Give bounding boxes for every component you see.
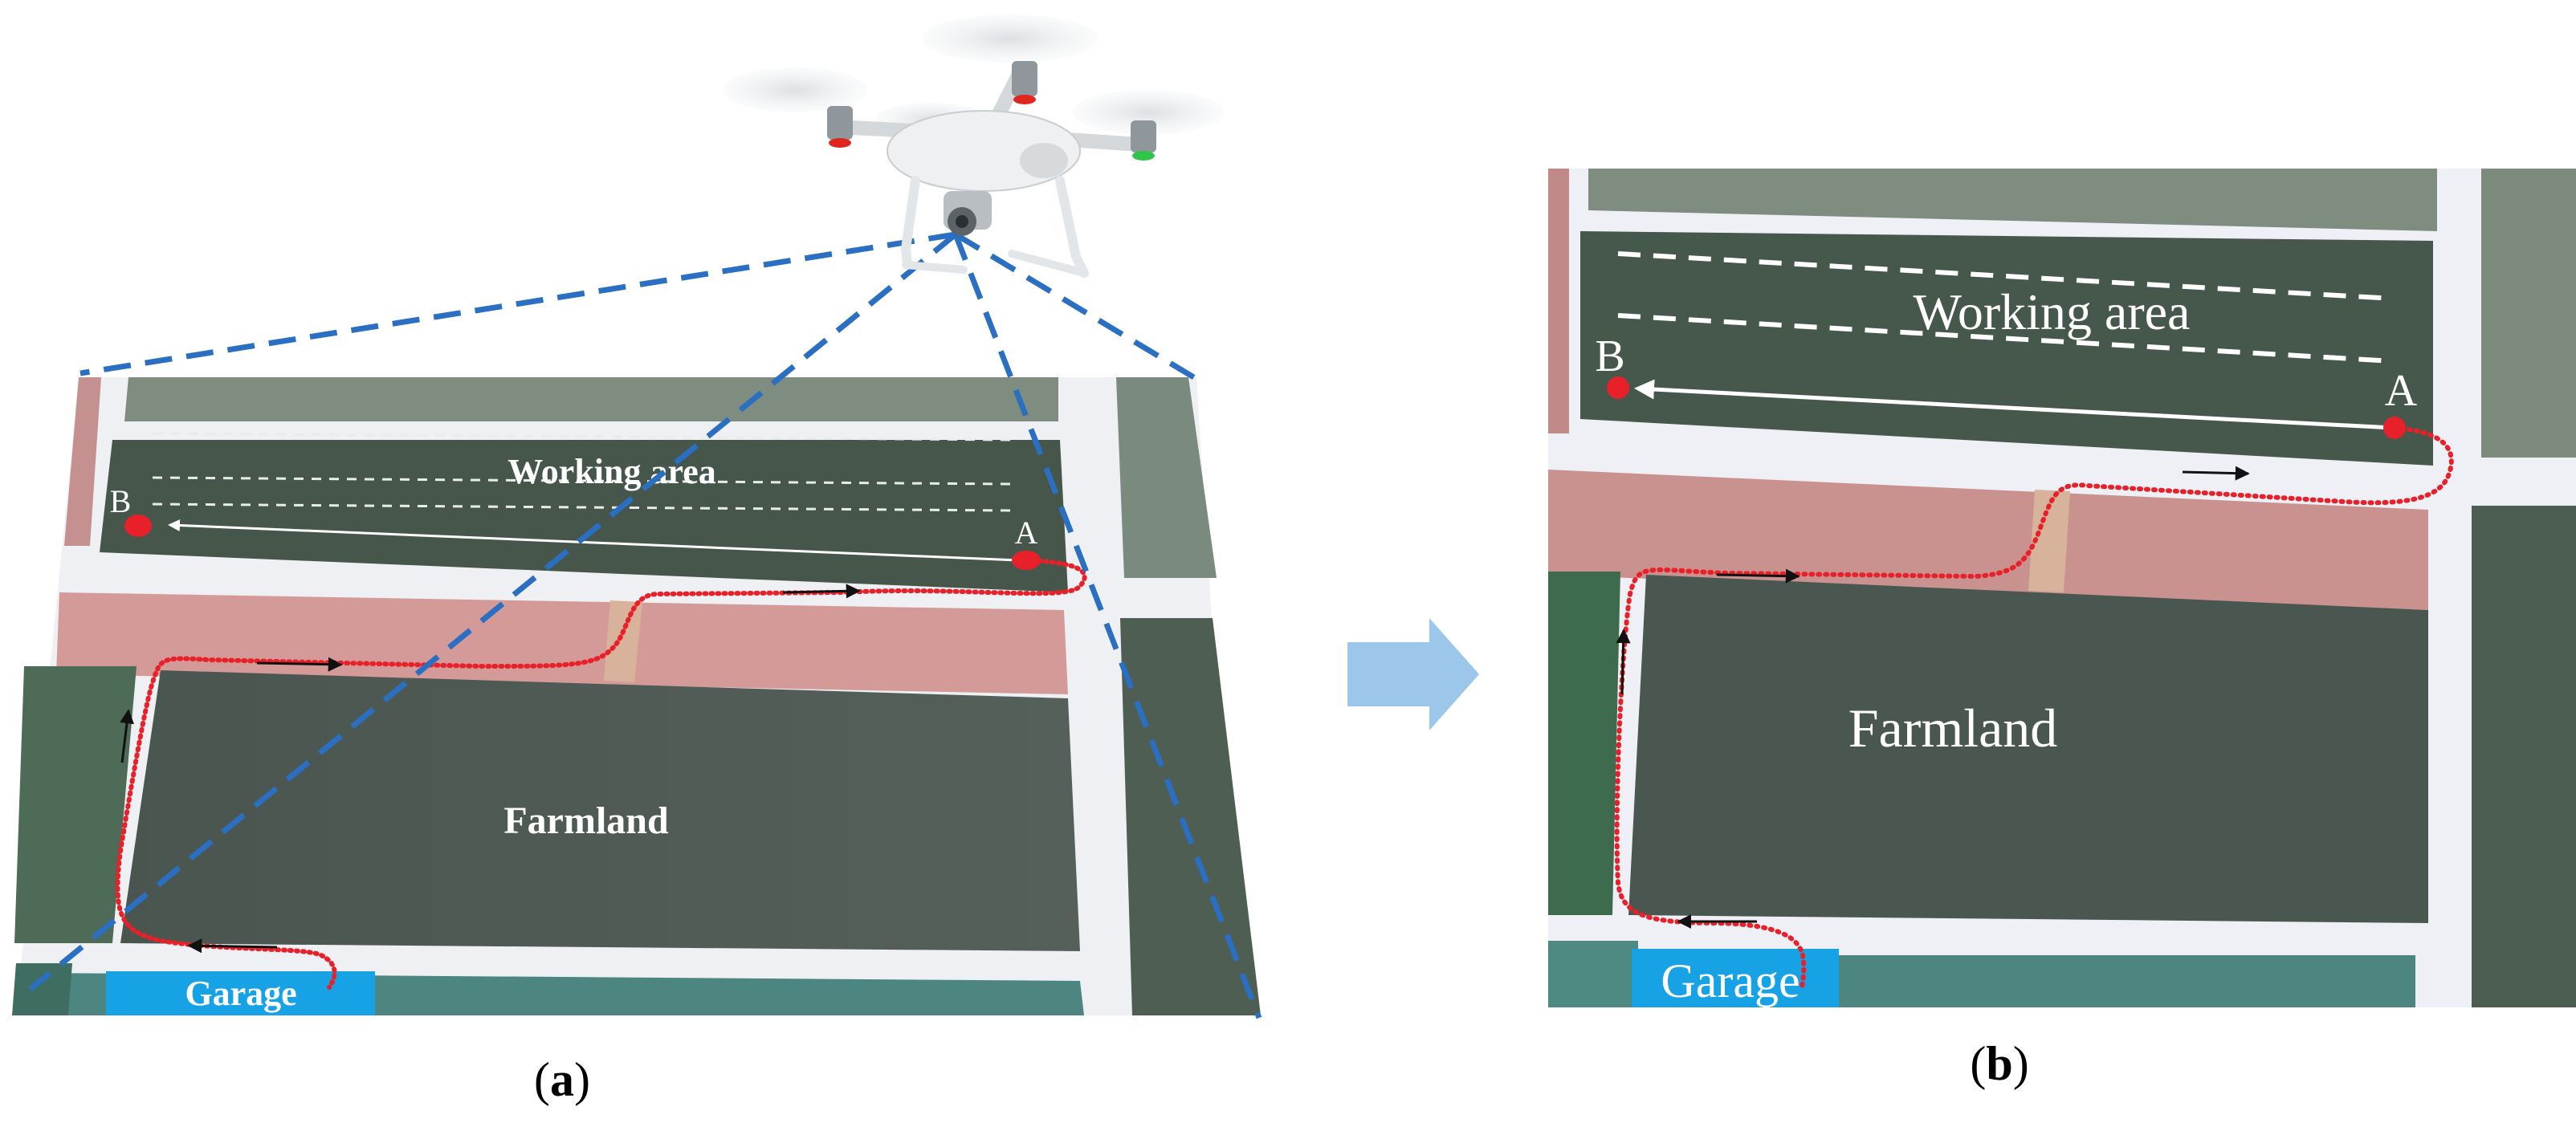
- right-upper-field: [1116, 377, 1217, 578]
- point-b-label: B: [110, 483, 132, 519]
- ab-path-arrow: [168, 519, 1019, 562]
- point-b-label: B: [1595, 332, 1624, 381]
- left-green-strip: [14, 666, 137, 943]
- bottom-left-field: [1548, 941, 1638, 1007]
- ab-path-arrow: [1634, 379, 2394, 430]
- farmland-label: Farmland: [503, 799, 669, 842]
- route-arrow: [120, 709, 134, 763]
- camera-fov-lines: [28, 231, 1262, 1019]
- route-arrow: [187, 938, 278, 954]
- panel-b: Working area A B Farmland Garage (b): [1548, 169, 2576, 1090]
- point-a-marker: [2383, 417, 2406, 439]
- panel-b-caption: (b): [1970, 1037, 2028, 1090]
- point-a-label: A: [1015, 515, 1038, 551]
- route-arrow: [256, 657, 343, 672]
- bottom-strip: [1837, 955, 2415, 1007]
- lane-line: [1617, 313, 2394, 364]
- point-b-marker: [124, 515, 152, 537]
- right-lower-field: [1120, 618, 1261, 1015]
- tan-path: [2028, 490, 2070, 592]
- working-area-field: [100, 440, 1068, 592]
- route-path: [1614, 425, 2454, 990]
- lane-line: [152, 432, 1013, 441]
- lane-line: [152, 476, 1013, 486]
- route-arrow: [1716, 568, 1800, 584]
- panel-a: Working area A B Farmland Garage: [12, 14, 1262, 1106]
- point-a-marker: [1012, 551, 1041, 570]
- route-arrow: [1616, 629, 1631, 695]
- garage-block: [106, 971, 375, 1015]
- garage-label: Garage: [185, 974, 296, 1013]
- farmland-label: Farmland: [1848, 698, 2058, 759]
- right-upper-field: [2481, 169, 2576, 458]
- tan-path: [604, 600, 642, 682]
- point-a-label: A: [2385, 366, 2418, 416]
- route-arrow: [782, 584, 861, 599]
- garage-label: Garage: [1661, 954, 1800, 1007]
- working-area-label: Working area: [1914, 283, 2191, 340]
- right-arrow-icon: [1347, 618, 1479, 730]
- panel-a-caption: (a): [534, 1053, 590, 1106]
- lane-line: [1617, 251, 2394, 301]
- quadcopter-drone-icon: [723, 14, 1225, 278]
- panel-a-map: [12, 377, 1261, 1015]
- bottom-left-field: [12, 963, 72, 1015]
- lane-line: [152, 502, 1013, 512]
- point-b-marker: [1607, 376, 1629, 399]
- right-lower-field: [2472, 506, 2576, 1007]
- left-strip: [64, 377, 101, 546]
- left-green-strip: [1548, 572, 1620, 915]
- farmland-field: [120, 670, 1080, 951]
- farmland-field: [1628, 575, 2428, 923]
- left-strip: [1548, 169, 1569, 433]
- pink-strip: [56, 592, 1068, 694]
- top-field: [124, 377, 1058, 421]
- top-field: [1588, 169, 2437, 231]
- route-arrow: [2182, 466, 2250, 481]
